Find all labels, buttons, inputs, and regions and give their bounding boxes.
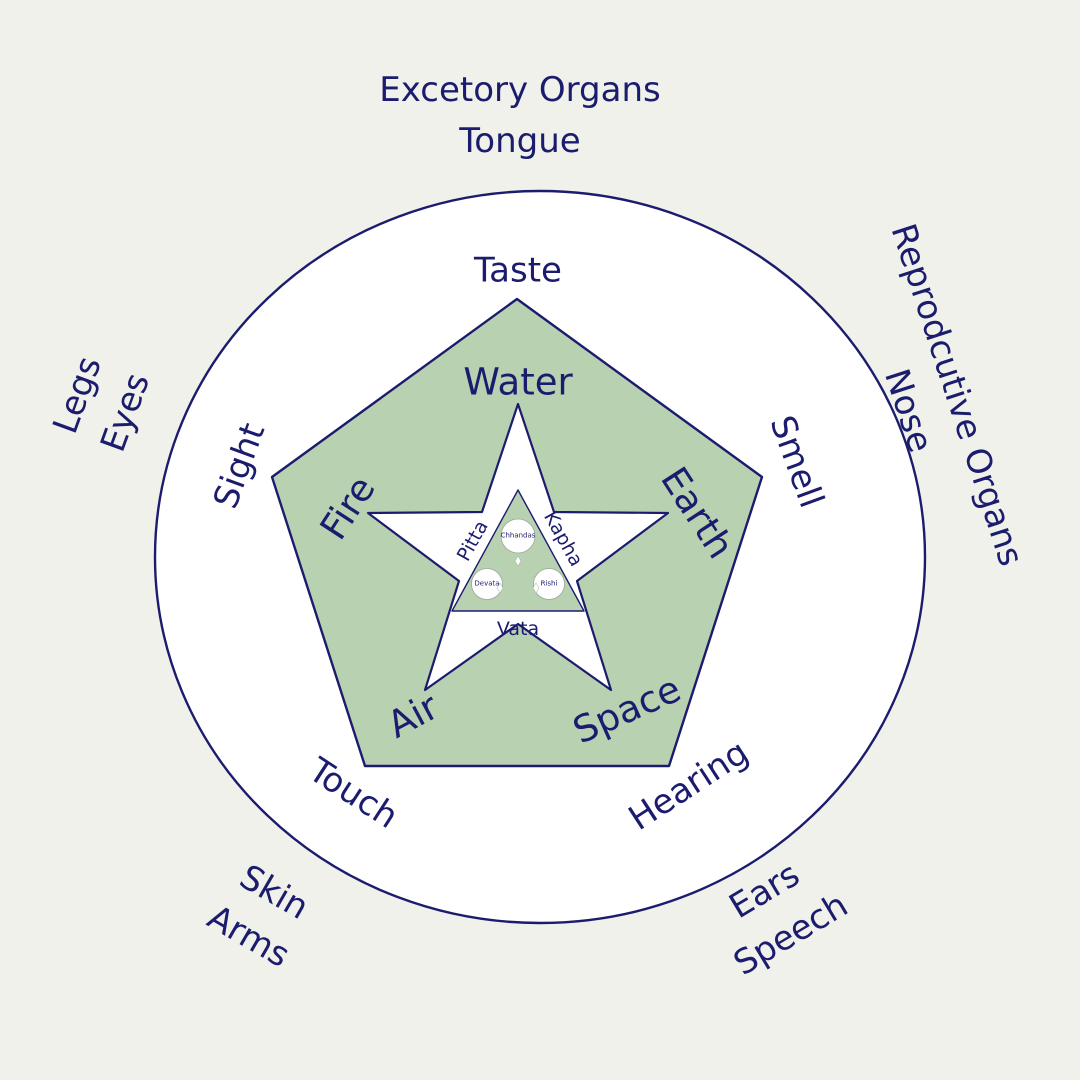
devata-circle — [471, 568, 503, 600]
core-label-devata: Devata — [474, 579, 500, 588]
organ-label-top-line1: Excetory Organs — [379, 70, 661, 110]
core-label-rishi: Rishi — [540, 579, 558, 588]
sparkle-icon — [532, 582, 540, 594]
chhandas-circle — [500, 518, 536, 554]
rishi-circle — [533, 568, 565, 600]
sense-label-taste: Taste — [474, 250, 562, 291]
sparkle-icon — [514, 555, 522, 567]
sparkle-icon — [496, 582, 504, 594]
organ-label-top: Excetory Organs Tongue — [379, 65, 660, 167]
element-label-water: Water — [463, 360, 573, 404]
dosha-label-vata: Vata — [496, 617, 540, 640]
organ-label-top-line2: Tongue — [459, 121, 581, 161]
core-label-chhandas: Chhandas — [500, 531, 536, 540]
